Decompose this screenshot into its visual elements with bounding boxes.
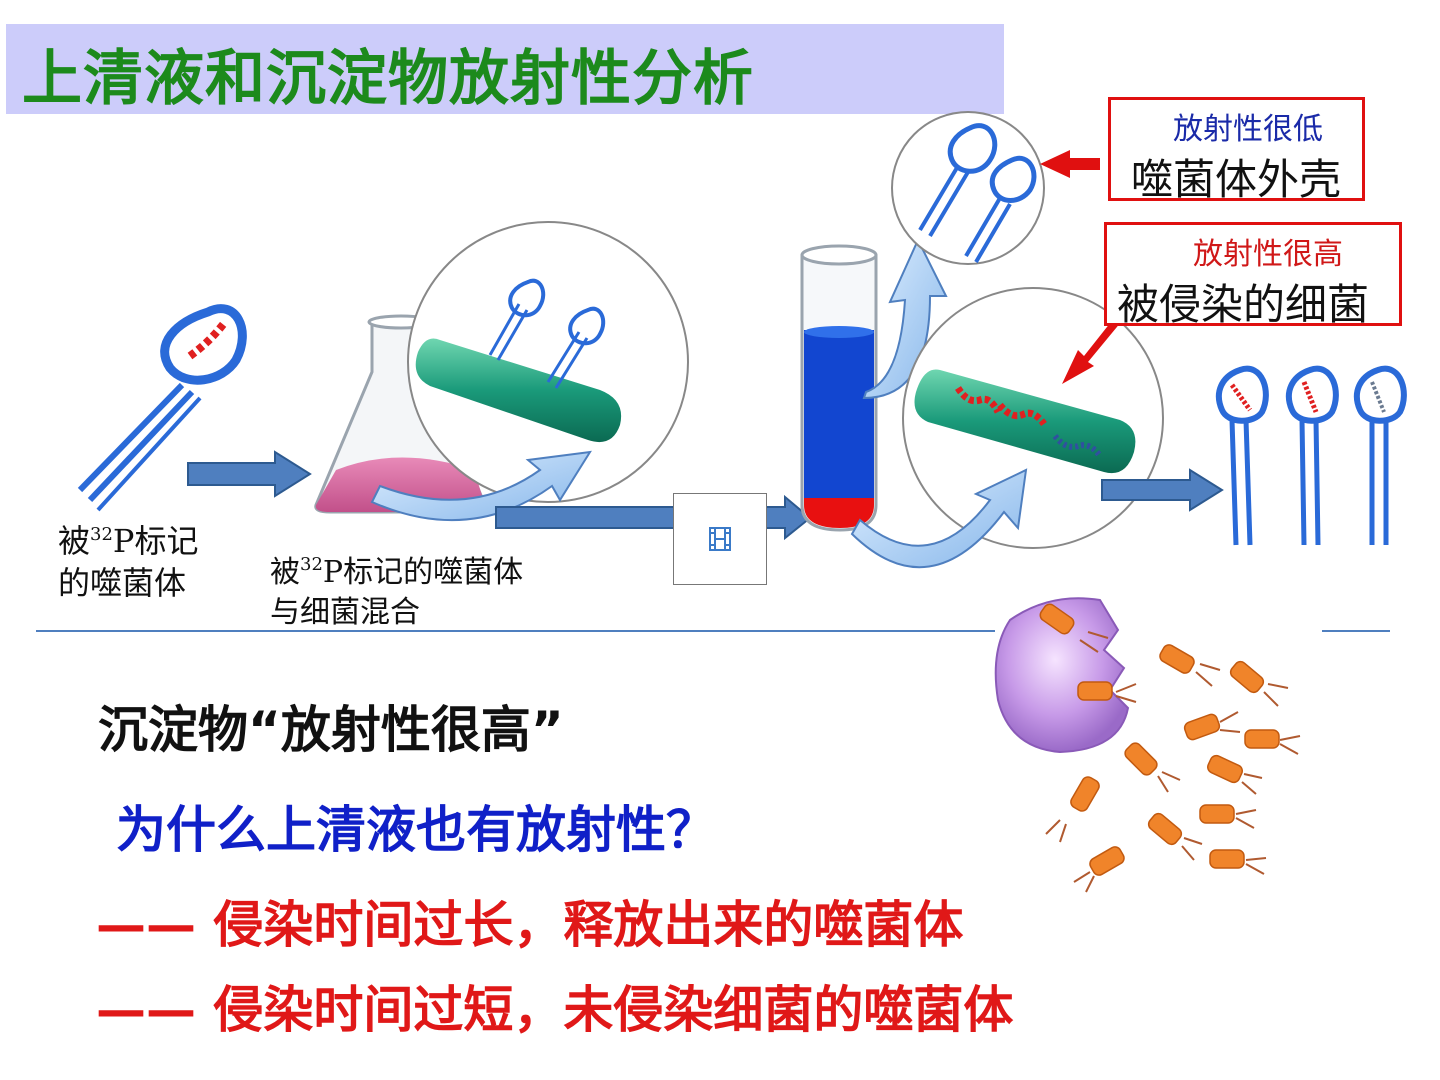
curve-arrow-flask <box>370 450 592 522</box>
label-low-big: 噬菌体外壳 <box>1131 155 1342 204</box>
curve-arrow-up <box>862 237 948 400</box>
label-box-low: 放射性很低 噬菌体外壳 <box>1108 97 1365 204</box>
title-bar <box>6 24 1004 114</box>
red-arrow-low <box>1040 150 1100 178</box>
labeled-phage <box>77 304 247 512</box>
zoom-circle-shells <box>891 111 1045 265</box>
statement-sediment: 沉淀物“放射性很高” <box>98 701 564 759</box>
question-supernatant: 为什么上清液也有放射性？ <box>116 801 716 859</box>
label-high-big: 被侵染的细菌 <box>1117 280 1370 329</box>
media-player[interactable] <box>673 493 767 585</box>
curve-arrow-down <box>850 468 1028 569</box>
progeny-phages <box>1215 365 1407 546</box>
reason-too-long: —— 侵染时间过长，释放出来的噬菌体 <box>96 896 964 954</box>
film-icon <box>709 527 731 551</box>
zoom-circle-attach <box>407 221 689 503</box>
label-low-small: 放射性很低 <box>1173 112 1323 147</box>
arrow-to-flask <box>187 450 312 498</box>
test-tube <box>800 244 878 532</box>
label-high-small: 放射性很高 <box>1193 237 1343 272</box>
zoom-circle-infected <box>902 287 1164 549</box>
red-arrow-high <box>1062 308 1126 384</box>
page-title: 上清液和沉淀物放射性分析 <box>22 44 754 114</box>
label-box-high: 放射性很高 被侵染的细菌 <box>1104 222 1402 329</box>
caption-labeled-phage: 被32P标记 的噬菌体 <box>58 522 199 602</box>
caption-mix: 被32P标记的噬菌体 与细菌混合 <box>270 554 524 630</box>
arrow-to-progeny <box>1101 468 1224 512</box>
lysis-illustration <box>994 597 1301 893</box>
reason-too-short: —— 侵染时间过短，未侵染细菌的噬菌体 <box>96 981 1014 1039</box>
